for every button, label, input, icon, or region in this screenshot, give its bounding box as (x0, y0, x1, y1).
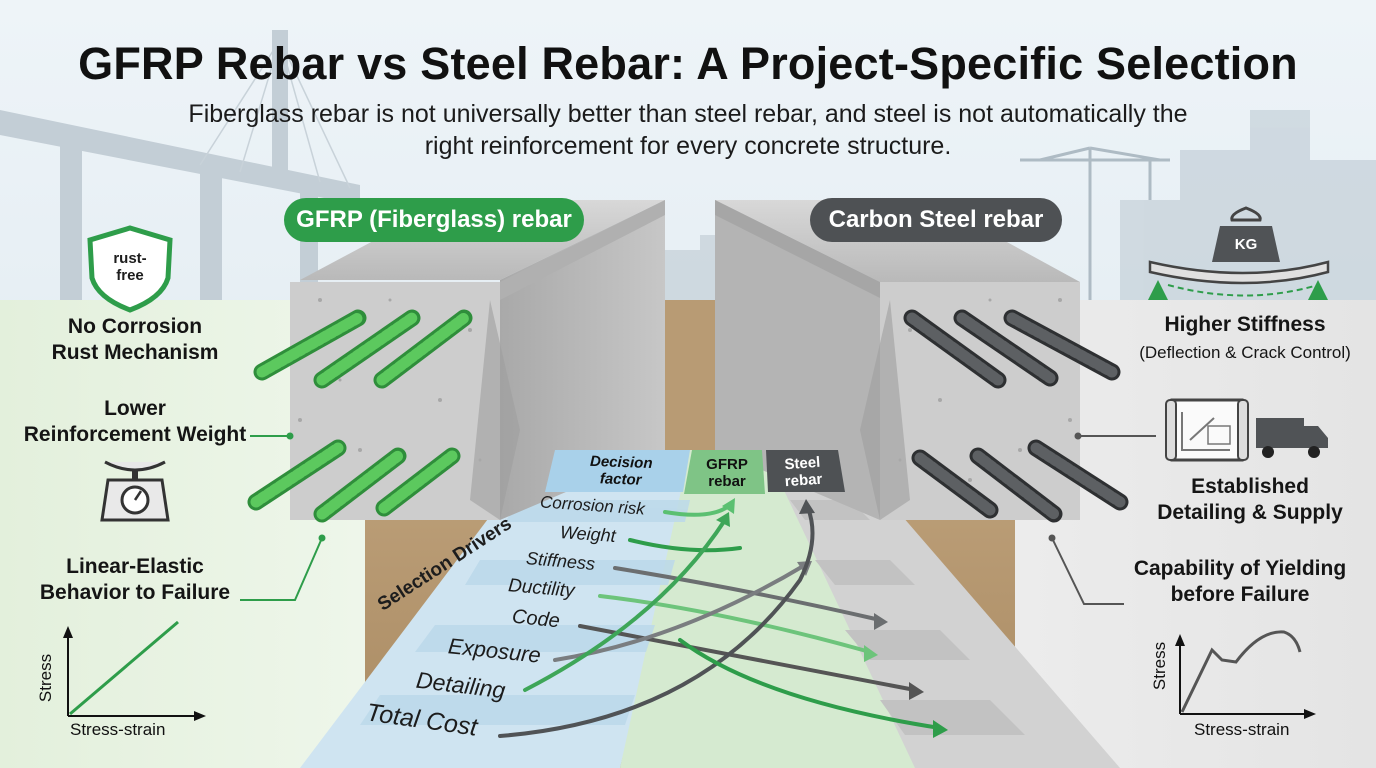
badge-line-1: rust- (113, 250, 147, 267)
steel-stress-strain-graph (1175, 630, 1316, 719)
weight-feature: Lower Reinforcement Weight (10, 396, 260, 448)
steel-bar-5 (969, 447, 1063, 523)
weight-line-1: Lower (104, 397, 166, 420)
stiffness-title: Higher Stiffness (1164, 313, 1326, 336)
driver-code: Code (511, 605, 561, 633)
steel-bar-1 (903, 309, 1007, 389)
weight-beam-icon (1148, 206, 1330, 300)
elastic-line-2: Behavior to Failure (39, 581, 231, 604)
stiffness-subtitle: (Deflection & Crack Control) (1139, 343, 1351, 362)
yield-feature: Capability of Yielding before Failure (1120, 556, 1360, 608)
gfrp-bar-4 (247, 439, 347, 511)
rust-free-badge: rust- free (96, 250, 164, 284)
driver-weight: Weight (559, 522, 617, 546)
gfrp-bar-5 (313, 447, 407, 523)
weight-line-2: Reinforcement Weight (23, 423, 247, 446)
shield-icon (87, 225, 173, 313)
yield-connector (1051, 537, 1124, 605)
gfrp-header-line-1: GFRP (706, 456, 748, 473)
gfrp-label: GFRP (Fiberglass) rebar (284, 198, 584, 242)
factor-header-bg (545, 450, 690, 492)
subtitle-line-1: Fiberglass rebar is not universally bett… (188, 100, 1188, 128)
page-title: GFRP Rebar vs Steel Rebar: A Project-Spe… (78, 38, 1298, 89)
arrow-total-cost-green (678, 638, 942, 730)
arrow-detailing (523, 518, 727, 692)
gfrp-graph-ylabel: Stress (36, 653, 55, 703)
gfrp-bar-6 (375, 447, 461, 517)
elastic-connector (240, 537, 323, 601)
arrow-weight (628, 538, 742, 553)
elastic-line-1: Linear-Elastic (66, 555, 204, 578)
arrow-code (578, 624, 917, 692)
gfrp-bar-2 (313, 309, 421, 389)
steel-graph-xlabel: Stress-strain (1194, 720, 1290, 739)
corrosion-line-2: Rust Mechanism (51, 341, 219, 364)
gfrp-bar-1 (253, 309, 367, 381)
steel-graph-ylabel: Stress (1150, 641, 1169, 691)
gfrp-header-line-2: rebar (708, 473, 746, 490)
arrow-ductility (598, 594, 872, 654)
detailing-line-1: Established (1191, 475, 1309, 498)
subtitle-line-2: right reinforcement for every concrete s… (424, 132, 952, 160)
corrosion-feature: No Corrosion Rust Mechanism (20, 314, 250, 366)
gfrp-graph-xlabel: Stress-strain (70, 720, 166, 739)
steel-header-bg (766, 450, 845, 492)
steel-column-header: Steel rebar (767, 453, 839, 492)
badge-line-2: free (116, 267, 144, 284)
page-subtitle: Fiberglass rebar is not universally bett… (60, 98, 1316, 162)
weight-tag: KG (1234, 236, 1258, 253)
arrow-stiffness (613, 566, 882, 622)
gfrp-bar-3 (373, 309, 473, 389)
gfrp-column-header: GFRP rebar (692, 456, 762, 490)
steel-bar-6 (1027, 439, 1129, 511)
steel-bar-2 (953, 309, 1059, 387)
gfrp-header-bg (684, 450, 765, 494)
arrow-total-cost (498, 506, 815, 738)
steel-bar-4 (911, 449, 999, 519)
factor-column-header: Decision factor (559, 452, 682, 490)
steel-label: Carbon Steel rebar (810, 198, 1062, 242)
blueprint-truck-icon (1165, 398, 1328, 462)
gfrp-stress-strain-graph (63, 620, 206, 721)
scale-icon (100, 460, 170, 522)
detailing-feature: Established Detailing & Supply (1140, 474, 1360, 526)
detailing-line-2: Detailing & Supply (1157, 501, 1343, 524)
steel-bar-3 (1003, 309, 1121, 381)
yield-line-1: Capability of Yielding (1133, 557, 1347, 580)
corrosion-line-1: No Corrosion (67, 315, 203, 338)
elastic-feature: Linear-Elastic Behavior to Failure (20, 554, 250, 606)
yield-line-2: before Failure (1170, 583, 1310, 606)
